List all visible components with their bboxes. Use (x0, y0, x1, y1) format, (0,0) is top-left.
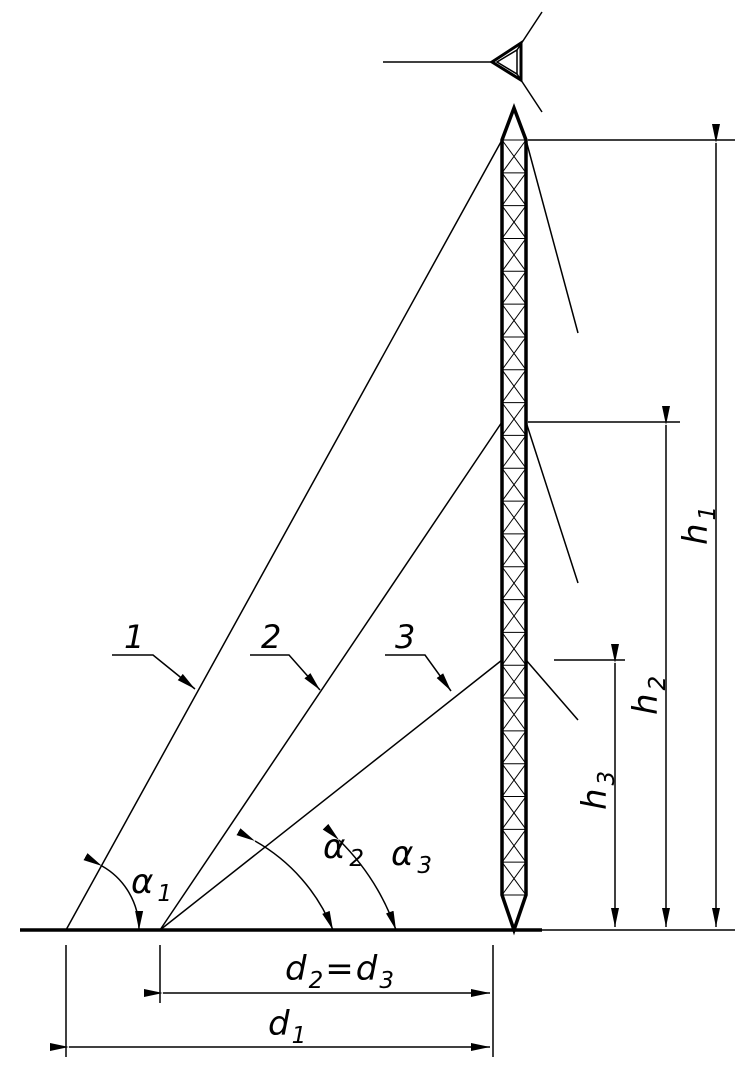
label-2-leader (250, 654, 321, 691)
lattice-member (501, 336, 527, 371)
lattice-member (501, 139, 527, 174)
lattice-member (501, 435, 527, 469)
angle-arc-3 (322, 823, 397, 931)
lattice-member (501, 599, 527, 633)
lattice-member (501, 730, 527, 764)
lattice-member (501, 533, 527, 568)
lattice-member (501, 271, 527, 305)
lattice-member (501, 303, 527, 338)
lattice-member (501, 402, 527, 436)
lattice-member (501, 238, 527, 272)
lattice-member (513, 107, 527, 141)
lattice-member (501, 172, 527, 206)
distance-label-d1: d1 (268, 1004, 306, 1049)
mast-outline (500, 103, 528, 936)
guy-wire-2 (159, 421, 503, 931)
guy-wire-3 (159, 659, 503, 931)
lattice-member (501, 205, 527, 239)
opposite-guy-stub-3 (525, 659, 579, 721)
distance-label-d23: d2=d3 (285, 949, 394, 994)
mast-lattice (501, 107, 527, 931)
opposite-guy-stub-1 (525, 139, 579, 334)
label-guy-2: 2 (261, 618, 281, 656)
lattice-member (501, 369, 527, 403)
angle-arc-2 (236, 828, 334, 931)
label-guy-3: 3 (395, 618, 415, 656)
height-label-h1: h1 (676, 506, 721, 545)
lattice-member (501, 796, 527, 830)
lattice-member (501, 829, 527, 863)
lattice-member (501, 566, 527, 600)
lattice-member (501, 107, 515, 141)
lattice-member (513, 894, 527, 931)
lattice-member (501, 894, 515, 931)
lattice-member (501, 763, 527, 797)
lattice-member (501, 500, 527, 535)
lattice-member (501, 632, 527, 666)
angle-arc-1 (83, 853, 144, 931)
guy-wire-1 (65, 139, 503, 931)
lattice-member (501, 697, 527, 732)
height-label-h3: h3 (575, 771, 620, 810)
label-3-leader (385, 654, 452, 692)
lattice-member (501, 664, 527, 699)
label-1-leader (112, 654, 196, 690)
antenna-top-symbol (383, 11, 543, 113)
height-label-h2: h2 (626, 676, 671, 715)
opposite-guy-stub-2 (525, 421, 579, 584)
lattice-member (501, 467, 527, 502)
lattice-member (501, 861, 527, 896)
label-guy-1: 1 (124, 618, 144, 656)
